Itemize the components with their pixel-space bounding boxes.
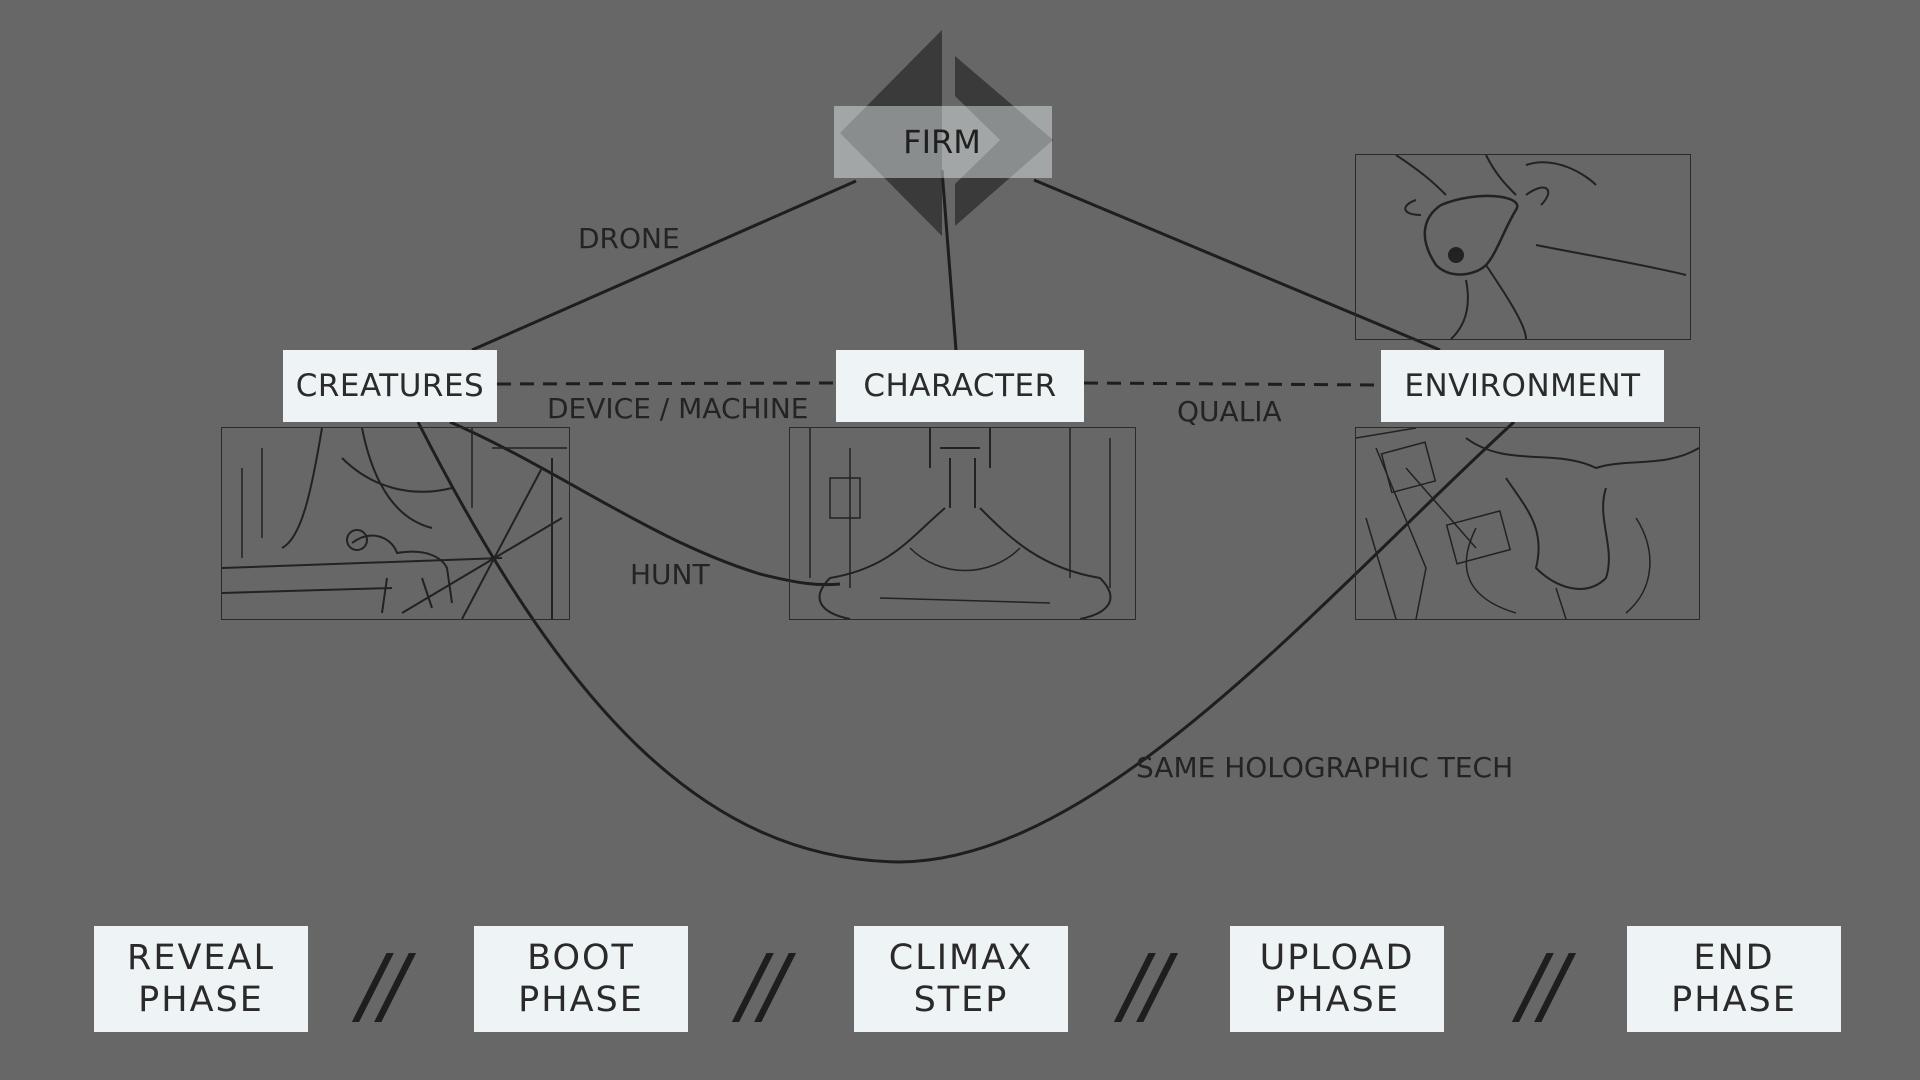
label-qualia: QUALIA xyxy=(1177,395,1282,428)
node-environment[interactable]: ENVIRONMENT xyxy=(1381,350,1664,422)
environment-sketch xyxy=(1355,427,1700,620)
phase-reveal-line2: PHASE xyxy=(138,980,264,1020)
edge-firm-environment xyxy=(1033,178,1441,352)
label-holographic-tech: SAME HOLOGRAPHIC TECH xyxy=(1136,751,1514,784)
separator-3: // xyxy=(1120,936,1171,1034)
node-creatures[interactable]: CREATURES xyxy=(283,350,497,422)
edge-creatures-character xyxy=(496,381,837,386)
phase-end[interactable]: END PHASE xyxy=(1627,926,1841,1032)
separator-2: // xyxy=(738,936,789,1034)
character-sketch xyxy=(789,427,1136,620)
phase-climax-line1: CLIMAX xyxy=(888,938,1034,978)
deer-sketch xyxy=(1355,154,1691,340)
phase-upload-line2: PHASE xyxy=(1274,980,1400,1020)
phase-climax[interactable]: CLIMAX STEP xyxy=(854,926,1068,1032)
phase-end-line1: END xyxy=(1693,938,1775,978)
phase-reveal-line1: REVEAL xyxy=(127,938,275,978)
phase-boot-line2: PHASE xyxy=(518,980,644,1020)
phase-upload[interactable]: UPLOAD PHASE xyxy=(1230,926,1444,1032)
edge-firm-creatures xyxy=(471,179,857,352)
label-drone: DRONE xyxy=(578,222,680,255)
label-device-machine: DEVICE / MACHINE xyxy=(547,392,809,425)
phase-end-line2: PHASE xyxy=(1671,980,1797,1020)
firm-label: FIRM xyxy=(903,123,981,161)
phase-reveal[interactable]: REVEAL PHASE xyxy=(94,926,308,1032)
phase-climax-line2: STEP xyxy=(913,980,1009,1020)
phase-boot[interactable]: BOOT PHASE xyxy=(474,926,688,1032)
phase-upload-line1: UPLOAD xyxy=(1259,938,1415,978)
separator-1: // xyxy=(358,936,409,1034)
edge-character-environment xyxy=(1083,381,1382,387)
separator-4: // xyxy=(1518,936,1569,1034)
label-hunt: HUNT xyxy=(630,558,710,591)
edge-firm-character xyxy=(940,169,958,351)
firm-logo-icon xyxy=(840,30,1053,236)
node-character[interactable]: CHARACTER xyxy=(836,350,1084,422)
edge-holographic xyxy=(416,420,1516,864)
edge-hunt xyxy=(449,420,841,587)
firm-box[interactable] xyxy=(834,106,1052,178)
phase-boot-line1: BOOT xyxy=(527,938,635,978)
creatures-sketch xyxy=(221,427,570,620)
